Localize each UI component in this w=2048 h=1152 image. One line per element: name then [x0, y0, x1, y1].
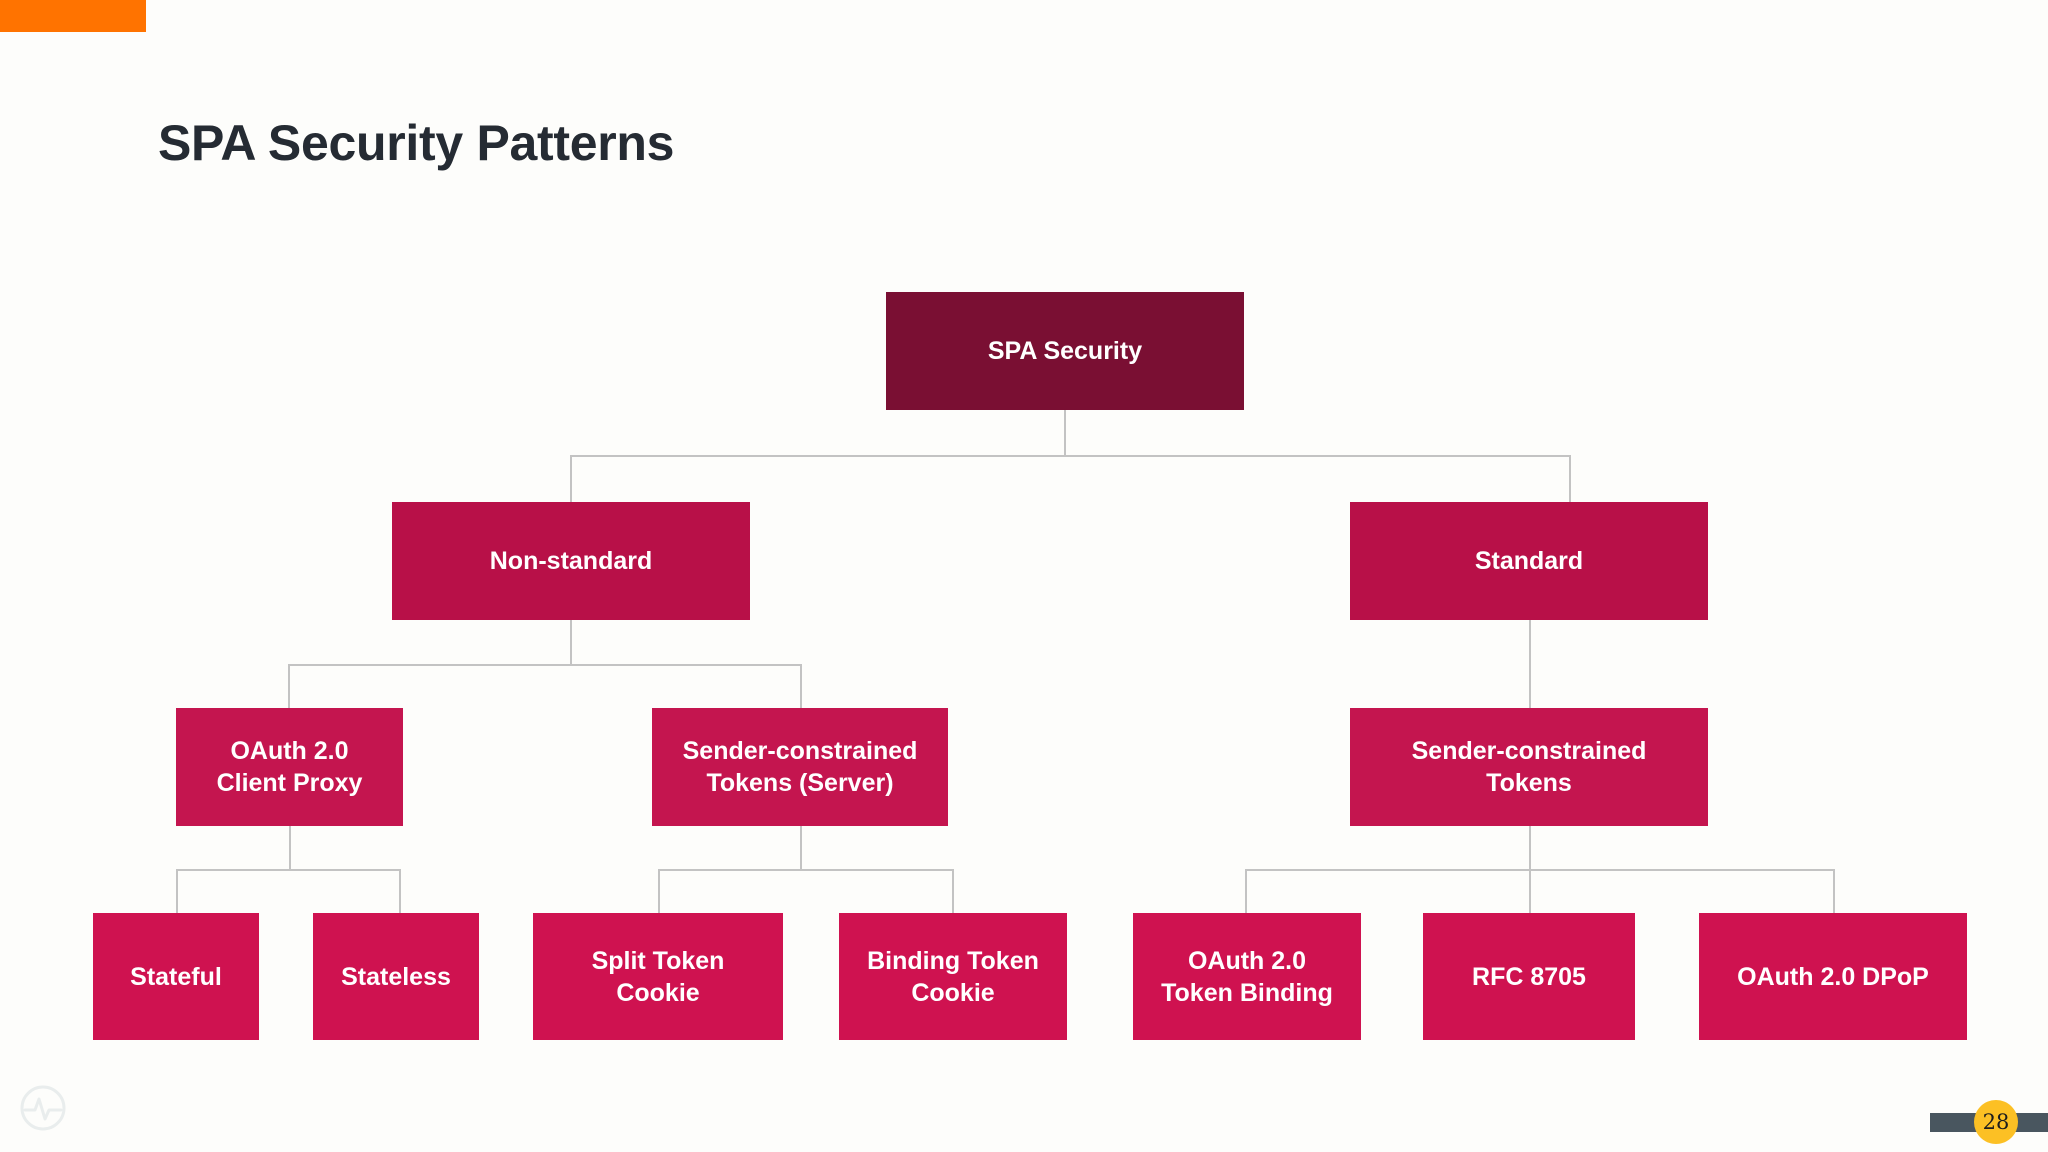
- connector-sc-server-down: [800, 825, 802, 870]
- connector-to-binding-token-cookie: [952, 869, 954, 913]
- node-label: Sender-constrained Tokens (Server): [683, 735, 918, 799]
- page-number-badge: 28: [1974, 1100, 2018, 1144]
- connector-root-bus: [570, 455, 1570, 457]
- node-binding-token-cookie[interactable]: Binding Token Cookie: [839, 913, 1067, 1040]
- node-label: OAuth 2.0 Token Binding: [1161, 945, 1333, 1009]
- node-label: Binding Token Cookie: [867, 945, 1039, 1009]
- node-label: OAuth 2.0 Client Proxy: [217, 735, 363, 799]
- connector-nonstandard-bus: [288, 664, 802, 666]
- node-sender-constrained-tokens-server[interactable]: Sender-constrained Tokens (Server): [652, 708, 948, 826]
- connector-to-sender-constrained-server: [800, 664, 802, 708]
- connector-to-stateless: [399, 869, 401, 913]
- connector-sc-tokens-bus: [1245, 869, 1835, 871]
- node-label-line2: Token Binding: [1161, 978, 1333, 1007]
- connector-standard-down: [1529, 620, 1531, 708]
- node-split-token-cookie[interactable]: Split Token Cookie: [533, 913, 783, 1040]
- connector-root-down: [1064, 410, 1066, 456]
- node-label: Sender-constrained Tokens: [1412, 735, 1647, 799]
- node-standard[interactable]: Standard: [1350, 502, 1708, 620]
- page-indicator: 28: [1930, 1100, 2048, 1144]
- connector-oauth-proxy-down: [289, 825, 291, 870]
- connector-to-standard: [1569, 455, 1571, 503]
- connector-sc-server-bus: [658, 869, 954, 871]
- node-label-line1: OAuth 2.0: [230, 737, 349, 765]
- node-oauth-dpop[interactable]: OAuth 2.0 DPoP: [1699, 913, 1967, 1040]
- node-oauth-token-binding[interactable]: OAuth 2.0 Token Binding: [1133, 913, 1361, 1040]
- connector-to-oauth-token-binding: [1245, 869, 1247, 913]
- node-rfc-8705[interactable]: RFC 8705: [1423, 913, 1635, 1040]
- node-label-line1: OAuth 2.0: [1187, 946, 1307, 975]
- connector-to-split-token-cookie: [658, 869, 660, 913]
- connector-to-oauth-dpop: [1833, 869, 1835, 913]
- node-spa-security[interactable]: SPA Security: [886, 292, 1244, 410]
- connector-nonstandard-down: [570, 620, 572, 665]
- node-sender-constrained-tokens[interactable]: Sender-constrained Tokens: [1350, 708, 1708, 826]
- connector-to-nonstandard: [570, 455, 572, 503]
- node-label-line2: Cookie: [911, 978, 995, 1007]
- connector-sc-tokens-down: [1529, 825, 1531, 870]
- connector-to-stateful: [176, 869, 178, 913]
- node-stateless[interactable]: Stateless: [313, 913, 479, 1040]
- node-label-line1: Split Token: [591, 946, 725, 975]
- accent-bar: [0, 0, 146, 32]
- page-title: SPA Security Patterns: [158, 115, 675, 171]
- connector-to-oauth-client-proxy: [288, 664, 290, 708]
- node-label-line2: Client Proxy: [216, 769, 363, 797]
- pulse-circle-logo-icon: [20, 1085, 66, 1131]
- node-label: Split Token Cookie: [592, 945, 725, 1009]
- connector-oauth-proxy-bus: [176, 869, 401, 871]
- node-stateful[interactable]: Stateful: [93, 913, 259, 1040]
- node-label-line1: Binding Token: [867, 946, 1039, 975]
- node-label-line2: Cookie: [616, 978, 700, 1007]
- node-non-standard[interactable]: Non-standard: [392, 502, 750, 620]
- node-label-line1: Sender-constrained: [1411, 737, 1647, 765]
- node-label-line2: Tokens: [1486, 769, 1572, 797]
- node-oauth-client-proxy[interactable]: OAuth 2.0 Client Proxy: [176, 708, 403, 826]
- node-label-line2: Tokens (Server): [706, 769, 894, 797]
- node-label-line1: Sender-constrained: [682, 737, 918, 765]
- connector-to-rfc-8705: [1529, 869, 1531, 913]
